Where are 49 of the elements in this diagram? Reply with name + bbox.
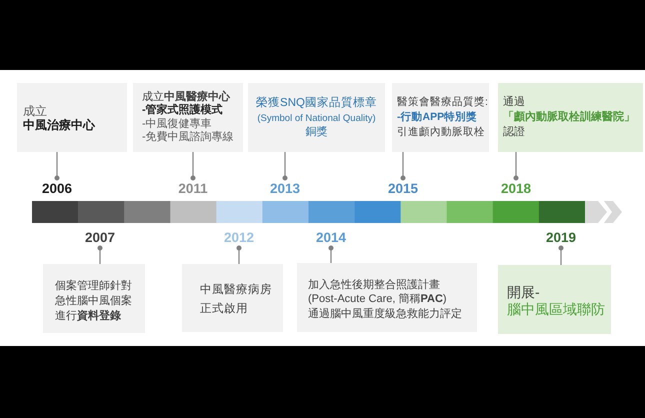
milestone-text: -管家式照護模式: [142, 104, 223, 118]
milestone-text: 通過: [503, 95, 525, 110]
connector-line: [282, 152, 288, 180]
year-label: 2014: [311, 230, 351, 248]
connector-line: [54, 152, 60, 180]
year-label: 2019: [541, 230, 581, 248]
year-label: 2006: [37, 178, 77, 196]
milestone-text: -免費中風諮詢專線: [142, 131, 234, 144]
milestone-text: 認證: [503, 125, 525, 140]
milestone-box: [133, 83, 243, 152]
milestone-text: (Symbol of National Quality): [257, 112, 376, 125]
milestone-box: [498, 265, 611, 334]
connector-line: [400, 152, 406, 180]
connector-line: [236, 246, 242, 264]
year-label: 2013: [265, 178, 305, 196]
milestone-box: [498, 83, 643, 152]
milestone-text: 中風醫療病房正式啟用: [200, 282, 272, 317]
milestone-text: 榮獲SNQ國家品質標章: [256, 95, 377, 111]
connector-line: [514, 152, 518, 180]
milestone-text: 腦中風區域聯防: [507, 301, 605, 318]
milestone-text: 「顱內動脈取栓訓練醫院」: [503, 110, 635, 125]
milestone-text: (Post-Acute Care, 簡稱PAC): [308, 292, 447, 307]
milestone-box: [182, 264, 283, 332]
connector-line: [98, 246, 102, 264]
milestone-text: 成立: [23, 104, 47, 118]
milestone-box: [392, 83, 489, 152]
connector-line: [558, 246, 564, 265]
year-label: 2012: [219, 230, 259, 248]
milestone-text: -中風復健專車: [142, 118, 212, 130]
milestone-text: -行動APP特別獎: [397, 110, 478, 125]
milestone-text: 加入急性後期整合照護計畫: [308, 278, 440, 292]
milestone-box: [17, 83, 127, 152]
milestone-text: 中風治療中心: [23, 118, 95, 132]
year-label: 2018: [496, 178, 536, 196]
year-label: 2015: [383, 178, 423, 196]
milestone-text: 開展-: [507, 284, 540, 301]
year-label: 2007: [80, 230, 120, 248]
milestone-text: 銅獎: [306, 125, 328, 140]
milestone-text: 成立中風醫療中心: [142, 90, 230, 104]
milestone-box: [248, 83, 385, 152]
milestone-text: 醫策會醫療品質獎:: [397, 95, 488, 110]
milestone-box: [43, 264, 145, 333]
connector-line: [328, 246, 334, 263]
milestone-box: [297, 263, 477, 332]
milestone-text: 個案管理師針對急性腦中風個案進行資料登錄: [55, 279, 133, 324]
milestone-text: 通過腦中風重度級急救能力評定: [308, 306, 462, 322]
connector-line: [190, 152, 196, 180]
year-label: 2011: [173, 178, 213, 196]
milestone-text: 引進顱內動脈取栓: [397, 125, 485, 140]
